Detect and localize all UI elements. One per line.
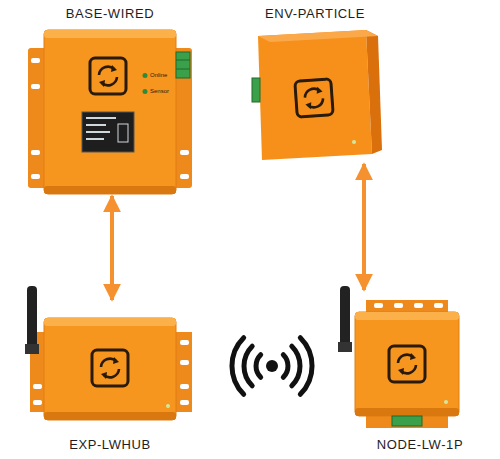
- base-wired-device-part: [86, 138, 104, 140]
- exp-lwhub-device-part: [25, 344, 39, 354]
- device-label: EXP-LWHUB: [22, 437, 198, 452]
- node-lw-1p-device-part: [340, 286, 350, 346]
- exp-lwhub-device-part: [180, 400, 189, 405]
- base-wired-device-part: [180, 150, 189, 155]
- exp-lwhub-device-part: [180, 340, 189, 345]
- status-led-label: Sensor: [150, 88, 169, 95]
- env-particle-device-part: [258, 30, 378, 42]
- exp-lwhub-device-part: [33, 400, 42, 405]
- base-wired-device-part: [31, 84, 40, 89]
- exp-lwhub-device-part: [92, 350, 128, 386]
- base-wired-device-part: [180, 174, 189, 179]
- exp-lwhub-device-part: [44, 318, 176, 326]
- double-arrow: [110, 196, 114, 300]
- base-wired-device-part: [143, 73, 148, 78]
- base-wired-device-part: [44, 30, 176, 194]
- env-particle-device-part: [258, 30, 372, 160]
- base-wired-device: [28, 30, 192, 194]
- node-lw-1p-device-part: [355, 312, 459, 320]
- exp-lwhub-device: [25, 286, 192, 420]
- env-particle-device-part: [252, 78, 260, 102]
- exp-lwhub-device-part: [44, 318, 176, 420]
- env-particle-device-part: [295, 79, 333, 117]
- env-particle-device-part: [366, 30, 382, 154]
- node-lw-1p-device-part: [414, 303, 423, 308]
- device-label: BASE-WIRED: [25, 6, 195, 21]
- base-wired-device-part: [86, 131, 110, 133]
- base-wired-device-part: [86, 117, 116, 119]
- node-lw-1p-device-part: [394, 303, 403, 308]
- node-lw-1p-device-part: [374, 303, 383, 308]
- base-wired-device-part: [31, 58, 40, 63]
- wireless-symbol-part: [232, 338, 244, 395]
- device-node: NODE-LW-1P: [345, 290, 495, 454]
- base-wired-device-part: [90, 58, 126, 94]
- base-wired-device-part: [176, 60, 190, 61]
- exp-lwhub-device-part: [180, 384, 189, 389]
- base-wired-device-part: [176, 52, 190, 78]
- exp-lwhub-device-part: [180, 360, 189, 365]
- device-node: BASE-WIRED: [25, 4, 195, 196]
- env-particle-device-part-part: [295, 79, 333, 117]
- base-wired-device-part: [176, 69, 190, 70]
- base-wired-device-part: [44, 186, 176, 194]
- double-arrow: [362, 164, 366, 290]
- wireless-symbol-part: [266, 360, 278, 372]
- exp-lwhub-device-part: [33, 384, 42, 389]
- env-particle-device: [252, 30, 382, 160]
- device-label: NODE-LW-1P: [345, 437, 495, 452]
- device-node: ENV-PARTICLE: [247, 4, 383, 164]
- node-lw-1p-device: [338, 286, 459, 428]
- base-wired-device-part: [82, 112, 134, 152]
- node-lw-1p-device-part: [389, 346, 425, 382]
- node-lw-1p-device-part: [392, 416, 422, 426]
- env-particle-device-part: [352, 140, 356, 144]
- base-wired-device-part: [86, 124, 106, 126]
- wireless-symbol-part: [256, 355, 261, 378]
- exp-lwhub-device-part: [166, 404, 170, 408]
- wireless-symbol: [232, 338, 312, 395]
- node-lw-1p-device-part: [338, 342, 352, 352]
- device-label: ENV-PARTICLE: [247, 6, 383, 21]
- wireless-symbol-part: [244, 346, 252, 386]
- node-lw-1p-device-part: [355, 408, 459, 416]
- wireless-symbol-part: [300, 338, 312, 395]
- base-wired-device-part: [31, 150, 40, 155]
- exp-lwhub-device-part: [27, 286, 37, 348]
- node-lw-1p-device-part: [444, 400, 448, 404]
- node-lw-1p-device-part: [434, 303, 443, 308]
- exp-lwhub-device-part: [44, 412, 176, 420]
- base-wired-device-part: [31, 174, 40, 179]
- device-node: EXP-LWHUB: [22, 300, 198, 454]
- wireless-symbol-part: [283, 355, 288, 378]
- base-wired-device-part: [118, 124, 128, 142]
- status-led-label: Online: [150, 72, 167, 79]
- wireless-symbol-part: [292, 346, 300, 386]
- base-wired-device-part: [44, 30, 176, 38]
- node-lw-1p-device-part: [355, 312, 459, 416]
- base-wired-device-part: [143, 89, 148, 94]
